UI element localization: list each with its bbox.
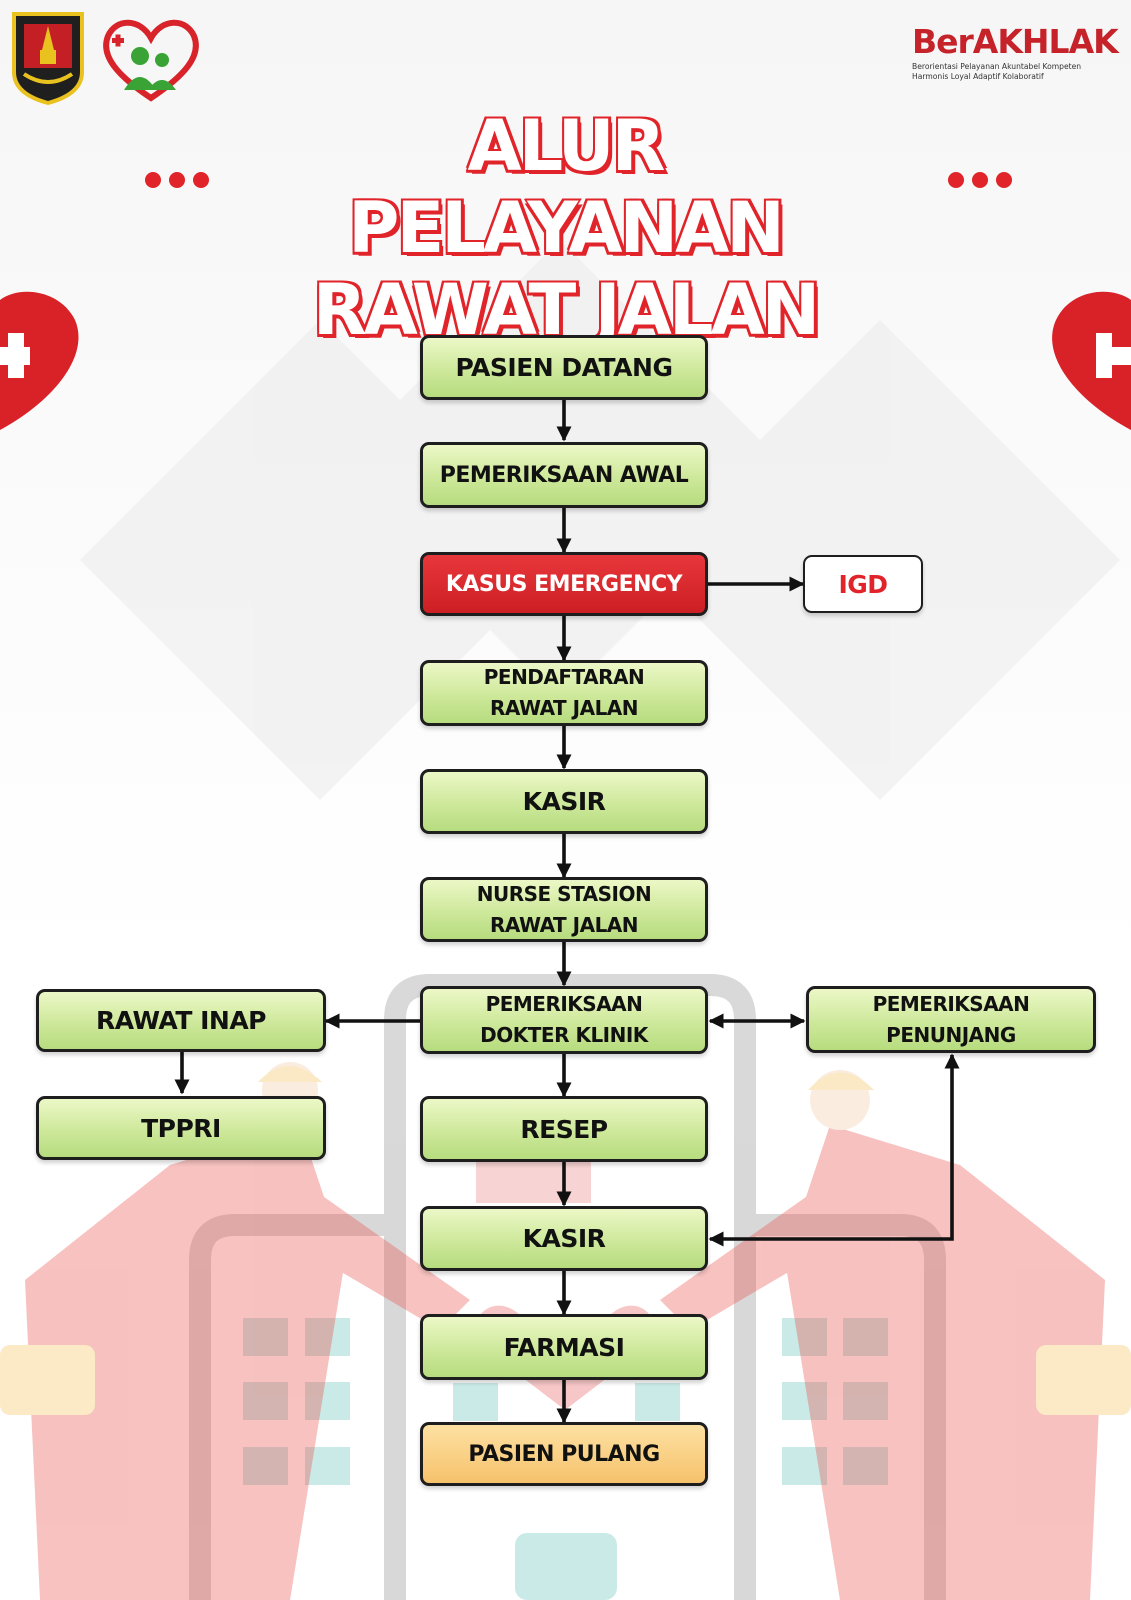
- node-pendaftaran-rawat-jalan: PENDAFTARAN RAWAT JALAN: [420, 660, 708, 726]
- node-pasien-datang: PASIEN DATANG: [420, 335, 708, 400]
- berakhlak-logo: BerAKHLAK Berorientasi Pelayanan Akuntab…: [912, 22, 1119, 82]
- node-pemeriksaan-awal: PEMERIKSAAN AWAL: [420, 442, 708, 508]
- brand-name: BerAKHLAK: [912, 22, 1119, 61]
- node-tppri: TPPRI: [36, 1096, 326, 1160]
- title-line-1: ALUR PELAYANAN: [347, 104, 787, 271]
- medic-person-icon: [0, 1062, 470, 1600]
- brand-tagline-1: Berorientasi Pelayanan Akuntabel Kompete…: [912, 62, 1082, 71]
- node-pemeriksaan-penunjang: PEMERIKSAAN PENUNJANG: [806, 986, 1096, 1053]
- brand-tagline-2: Harmonis Loyal Adaptif Kolaboratif: [912, 72, 1044, 81]
- node-pasien-pulang: PASIEN PULANG: [420, 1422, 708, 1486]
- node-pemeriksaan-dokter-klinik: PEMERIKSAAN DOKTER KLINIK: [420, 986, 708, 1054]
- node-kasus-emergency: KASUS EMERGENCY: [420, 552, 708, 616]
- node-kasir-1: KASIR: [420, 769, 708, 834]
- node-farmasi: FARMASI: [420, 1314, 708, 1380]
- decor-dots-right: [948, 172, 1012, 188]
- node-igd: IGD: [803, 555, 923, 613]
- node-nurse-stasion: NURSE STASION RAWAT JALAN: [420, 877, 708, 942]
- node-kasir-2: KASIR: [420, 1206, 708, 1271]
- heart-cross-icon: [1052, 291, 1131, 430]
- node-rawat-inap: RAWAT INAP: [36, 989, 326, 1052]
- arrow-penunjang-kasir: [708, 1053, 960, 1247]
- city-crest-icon: [12, 12, 84, 106]
- heart-cross-icon: [0, 291, 79, 430]
- decor-dots-left: [145, 172, 209, 188]
- heart-family-logo-icon: [103, 19, 199, 102]
- node-resep: RESEP: [420, 1096, 708, 1162]
- page-title: ALUR PELAYANAN RAWAT JALAN: [260, 104, 870, 353]
